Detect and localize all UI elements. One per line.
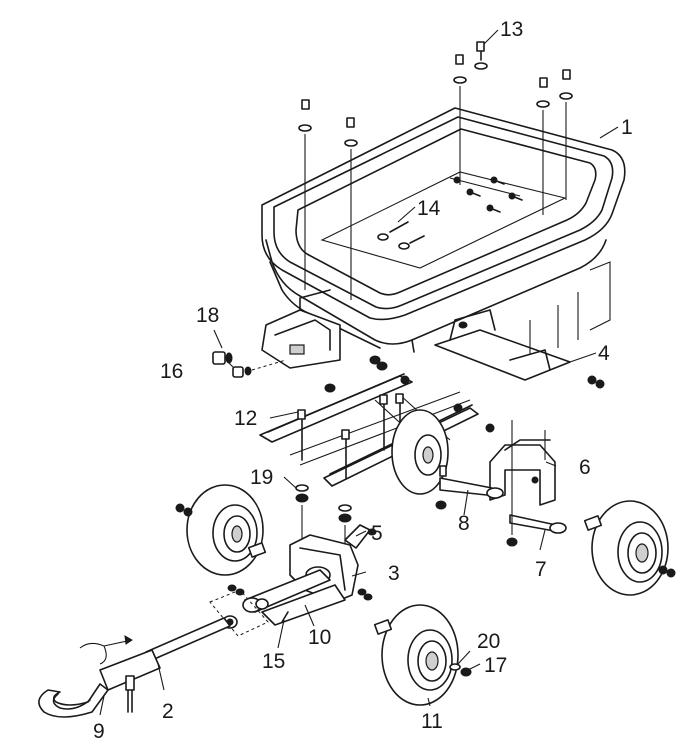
- callout-10: 10: [308, 626, 331, 649]
- bolt-13-a: [474, 41, 488, 70]
- front-bolt-nuts-19: [295, 484, 352, 545]
- callout-14: 14: [417, 197, 441, 220]
- callout-7: 7: [535, 558, 547, 581]
- callout-3: 3: [388, 562, 400, 585]
- inner-bolts-14: [377, 176, 523, 250]
- wagon-tub: [261, 107, 626, 353]
- callout-19: 19: [250, 466, 273, 489]
- bolt-d: [559, 69, 573, 200]
- right-tub-bracket: [434, 261, 611, 389]
- front-axle-assembly: [242, 524, 377, 626]
- leader-lines: [99, 29, 619, 716]
- callout-2: 2: [162, 700, 174, 723]
- callout-15: 15: [262, 650, 285, 673]
- callout-6: 6: [579, 456, 591, 479]
- steering-arm-7: [506, 420, 567, 547]
- callout-16: 16: [160, 360, 183, 383]
- left-tub-bracket: [212, 289, 341, 393]
- left-front-wheel: [175, 484, 267, 576]
- callout-11: 11: [421, 710, 443, 733]
- callout-12: 12: [234, 407, 257, 430]
- callout-17: 17: [484, 654, 507, 677]
- tub-bolts: [298, 41, 573, 300]
- callout-9: 9: [93, 720, 105, 743]
- bolt-c: [536, 77, 550, 215]
- callout-5: 5: [371, 522, 383, 545]
- callout-13: 13: [500, 18, 523, 41]
- center-wheel: [391, 409, 449, 495]
- right-front-wheel: [373, 604, 472, 706]
- pull-handle: [38, 617, 231, 718]
- callout-8: 8: [458, 512, 470, 535]
- callout-20: 20: [477, 630, 500, 653]
- frame-rails: [259, 355, 495, 487]
- steering-arm-8: [435, 465, 504, 510]
- callout-18: 18: [196, 304, 219, 327]
- callout-labels: 1 2 3 4 5 6 7 8 9 10 11 12 13 14 15 16 1…: [93, 18, 633, 743]
- callout-4: 4: [598, 342, 610, 365]
- callout-1: 1: [621, 116, 633, 139]
- bolt-e: [298, 99, 312, 290]
- right-rear-wheel: [583, 500, 676, 596]
- bolt-b: [453, 54, 467, 185]
- bolt-f: [344, 117, 358, 300]
